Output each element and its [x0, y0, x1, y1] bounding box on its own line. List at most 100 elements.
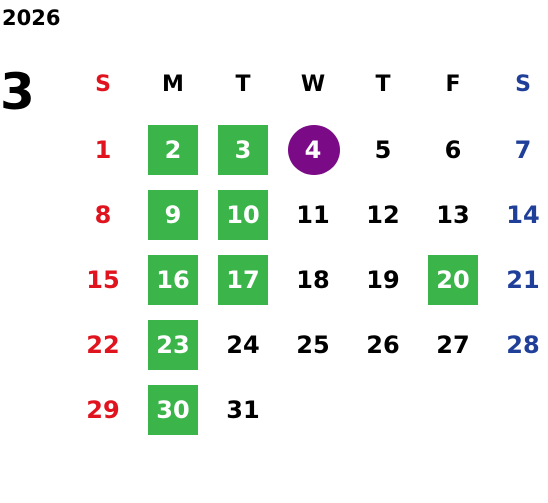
- week-row: 8 9 10 11 12 13 14: [68, 182, 548, 247]
- today-circle: [288, 125, 340, 175]
- day-number: 3: [234, 135, 252, 164]
- day-cell[interactable]: 25: [278, 312, 348, 377]
- weekday-saturday: S: [488, 52, 548, 117]
- day-cell[interactable]: 12: [348, 182, 418, 247]
- day-cell[interactable]: 9: [138, 182, 208, 247]
- day-number: 14: [506, 200, 540, 229]
- day-cell[interactable]: 7: [488, 117, 548, 182]
- weekday-label: T: [235, 71, 251, 97]
- highlight-square: [218, 190, 268, 240]
- day-number: 23: [156, 330, 190, 359]
- day-number: 30: [156, 395, 190, 424]
- day-number: 15: [86, 265, 120, 294]
- day-number: 1: [94, 135, 112, 164]
- day-cell[interactable]: 6: [418, 117, 488, 182]
- day-cell[interactable]: 22: [68, 312, 138, 377]
- day-number: 19: [366, 265, 400, 294]
- day-cell[interactable]: 4: [278, 117, 348, 182]
- highlight-square: [218, 125, 268, 175]
- day-cell[interactable]: 15: [68, 247, 138, 312]
- day-cell[interactable]: 16: [138, 247, 208, 312]
- day-number: 8: [94, 200, 112, 229]
- day-cell[interactable]: 10: [208, 182, 278, 247]
- highlight-square: [428, 255, 478, 305]
- weekday-label: M: [162, 71, 184, 97]
- day-number: 22: [86, 330, 120, 359]
- day-cell[interactable]: 18: [278, 247, 348, 312]
- day-cell[interactable]: 19: [348, 247, 418, 312]
- weekday-label: T: [375, 71, 391, 97]
- highlight-square: [148, 125, 198, 175]
- day-number: 7: [514, 135, 532, 164]
- day-cell[interactable]: 17: [208, 247, 278, 312]
- day-cell[interactable]: 23: [138, 312, 208, 377]
- day-cell[interactable]: 1: [68, 117, 138, 182]
- day-cell[interactable]: 8: [68, 182, 138, 247]
- day-number: 20: [436, 265, 470, 294]
- day-number: 21: [506, 265, 540, 294]
- weekday-friday: F: [418, 52, 488, 117]
- highlight-square: [148, 255, 198, 305]
- day-cell[interactable]: 3: [208, 117, 278, 182]
- day-number: 25: [296, 330, 330, 359]
- day-number: 17: [226, 265, 260, 294]
- day-cell[interactable]: 29: [68, 377, 138, 442]
- day-cell[interactable]: 30: [138, 377, 208, 442]
- day-number: 12: [366, 200, 400, 229]
- day-cell[interactable]: 24: [208, 312, 278, 377]
- highlight-square: [148, 320, 198, 370]
- day-number: 13: [436, 200, 470, 229]
- empty-day-cell: [488, 377, 548, 442]
- weekday-label: S: [515, 71, 531, 97]
- weekday-sunday: S: [68, 52, 138, 117]
- day-cell[interactable]: 31: [208, 377, 278, 442]
- highlight-square: [148, 385, 198, 435]
- month-number: 3: [0, 63, 35, 121]
- day-cell[interactable]: 20: [418, 247, 488, 312]
- week-row: 22 23 24 25 26 27 28: [68, 312, 548, 377]
- weekday-monday: M: [138, 52, 208, 117]
- day-cell[interactable]: 11: [278, 182, 348, 247]
- weekday-label: W: [300, 71, 326, 97]
- weekday-header-row: S M T W T F S: [68, 52, 548, 117]
- highlight-square: [148, 190, 198, 240]
- day-cell[interactable]: 27: [418, 312, 488, 377]
- week-row: 15 16 17 18 19 20 21: [68, 247, 548, 312]
- day-number: 5: [374, 135, 392, 164]
- week-row: 29 30 31: [68, 377, 548, 442]
- weekday-label: S: [95, 71, 111, 97]
- day-cell[interactable]: 13: [418, 182, 488, 247]
- empty-day-cell: [278, 377, 348, 442]
- empty-day-cell: [418, 377, 488, 442]
- day-number: 11: [296, 200, 330, 229]
- day-number: 18: [296, 265, 330, 294]
- weekday-tuesday: T: [208, 52, 278, 117]
- weekday-wednesday: W: [278, 52, 348, 117]
- weekday-thursday: T: [348, 52, 418, 117]
- day-number: 6: [444, 135, 462, 164]
- day-cell[interactable]: 28: [488, 312, 548, 377]
- day-number: 9: [164, 200, 182, 229]
- day-number: 31: [226, 395, 260, 424]
- day-cell[interactable]: 5: [348, 117, 418, 182]
- day-number: 29: [86, 395, 120, 424]
- day-cell[interactable]: 2: [138, 117, 208, 182]
- empty-day-cell: [348, 377, 418, 442]
- day-cell[interactable]: 26: [348, 312, 418, 377]
- day-number: 27: [436, 330, 470, 359]
- day-number: 4: [304, 135, 322, 164]
- day-number: 10: [226, 200, 260, 229]
- day-number: 24: [226, 330, 260, 359]
- day-number: 28: [506, 330, 540, 359]
- day-number: 2: [164, 135, 182, 164]
- day-number: 26: [366, 330, 400, 359]
- week-row: 1 2 3 4 5 6 7: [68, 117, 548, 182]
- weekday-label: F: [445, 71, 461, 97]
- day-number: 16: [156, 265, 190, 294]
- day-cell[interactable]: 14: [488, 182, 548, 247]
- year-label: 2026: [2, 6, 61, 30]
- day-cell[interactable]: 21: [488, 247, 548, 312]
- highlight-square: [218, 255, 268, 305]
